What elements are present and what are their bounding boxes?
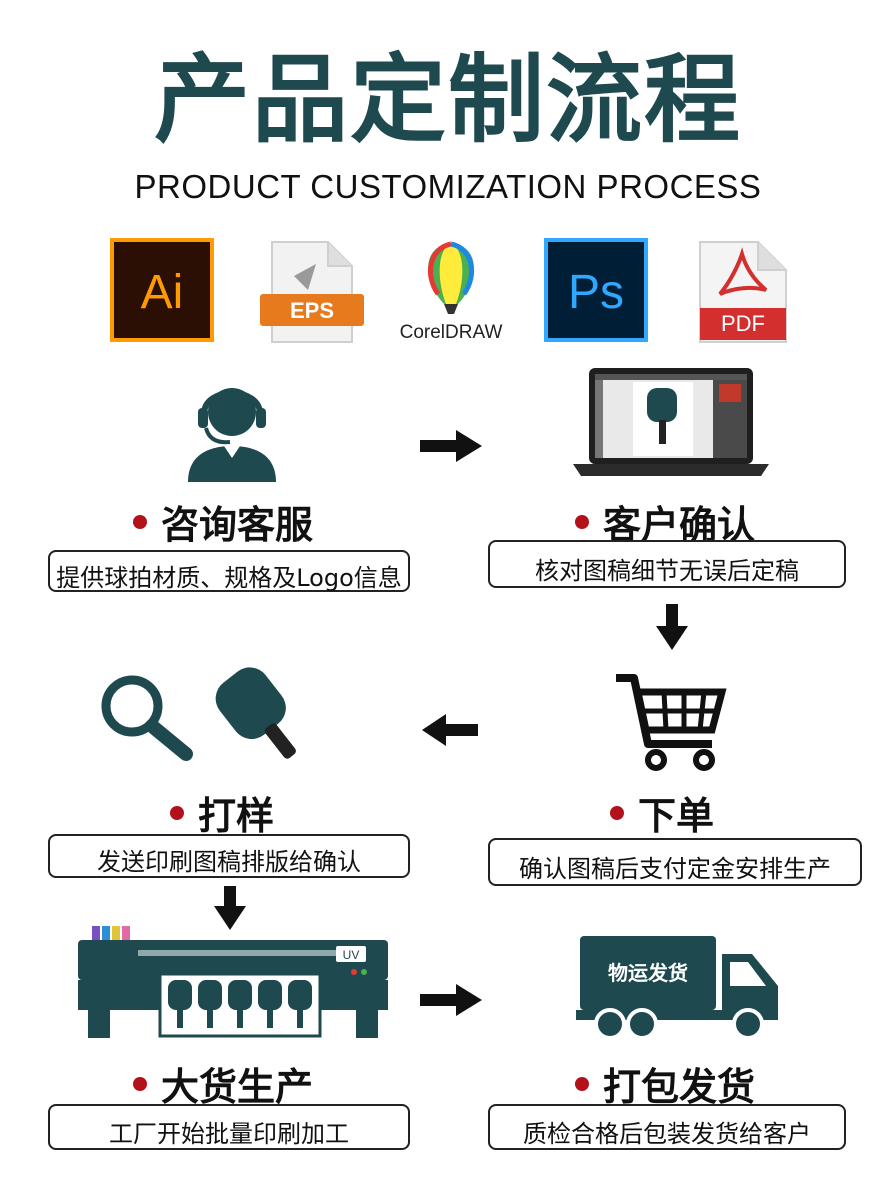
- corel-label: CorelDRAW: [400, 322, 503, 343]
- step-sample-title: 打样: [198, 794, 275, 838]
- step-order-desc: 确认图稿后支付定金安排生产: [488, 838, 862, 886]
- step-confirm-title: 客户确认: [603, 503, 756, 547]
- delivery-truck-icon: 物运发货: [576, 934, 782, 1046]
- step-ship-title: 打包发货: [603, 1065, 756, 1109]
- eps-file-icon: EPS: [258, 238, 368, 348]
- ps-label: Ps: [568, 266, 624, 319]
- step-consult: 咨询客服: [133, 494, 313, 549]
- step-consult-desc: 提供球拍材质、规格及Logo信息: [48, 550, 410, 592]
- arrow-down-icon: [212, 886, 248, 932]
- page-title: 产品定制流程: [154, 44, 742, 156]
- shopping-cart-icon: [612, 672, 728, 776]
- page-subtitle: PRODUCT CUSTOMIZATION PROCESS: [134, 168, 762, 205]
- step-confirm: 客户确认: [575, 494, 755, 549]
- coreldraw-icon: CorelDRAW: [394, 238, 508, 348]
- pdf-file-icon: PDF: [694, 238, 804, 348]
- customer-service-icon: [180, 378, 284, 486]
- step-ship: 打包发货: [575, 1056, 755, 1111]
- arrow-right-icon: [420, 428, 484, 464]
- laptop-icon: [573, 366, 769, 482]
- uv-printer-icon: UV: [78, 922, 388, 1046]
- photoshop-icon: Ps: [544, 238, 654, 348]
- illustrator-icon: Ai: [110, 238, 220, 348]
- step-consult-title: 咨询客服: [161, 503, 314, 547]
- bullet-dot: [170, 805, 184, 820]
- ai-label: Ai: [141, 266, 184, 319]
- step-order: 下单: [610, 785, 714, 840]
- step-production: 大货生产: [133, 1056, 313, 1111]
- magnifier-icon: [98, 672, 198, 766]
- eps-label: EPS: [290, 298, 334, 323]
- step-order-title: 下单: [638, 794, 715, 838]
- arrow-left-icon: [422, 714, 478, 746]
- bullet-dot: [133, 1076, 147, 1091]
- bullet-dot: [133, 514, 147, 529]
- step-confirm-desc: 核对图稿细节无误后定稿: [488, 540, 846, 588]
- pdf-label: PDF: [721, 311, 765, 336]
- step-sample: 打样: [170, 785, 274, 840]
- bullet-dot: [610, 805, 624, 820]
- step-ship-desc: 质检合格后包装发货给客户: [488, 1104, 846, 1150]
- printer-uv-label: UV: [343, 948, 360, 962]
- arrow-down-icon: [654, 604, 690, 652]
- step-sample-desc: 发送印刷图稿排版给确认: [48, 834, 410, 878]
- bullet-dot: [575, 514, 589, 529]
- step-production-desc: 工厂开始批量印刷加工: [48, 1104, 410, 1150]
- truck-label: 物运发货: [608, 961, 688, 985]
- bullet-dot: [575, 1076, 589, 1091]
- arrow-right-icon: [420, 982, 484, 1018]
- step-production-title: 大货生产: [161, 1065, 314, 1109]
- paddle-icon: [212, 664, 312, 772]
